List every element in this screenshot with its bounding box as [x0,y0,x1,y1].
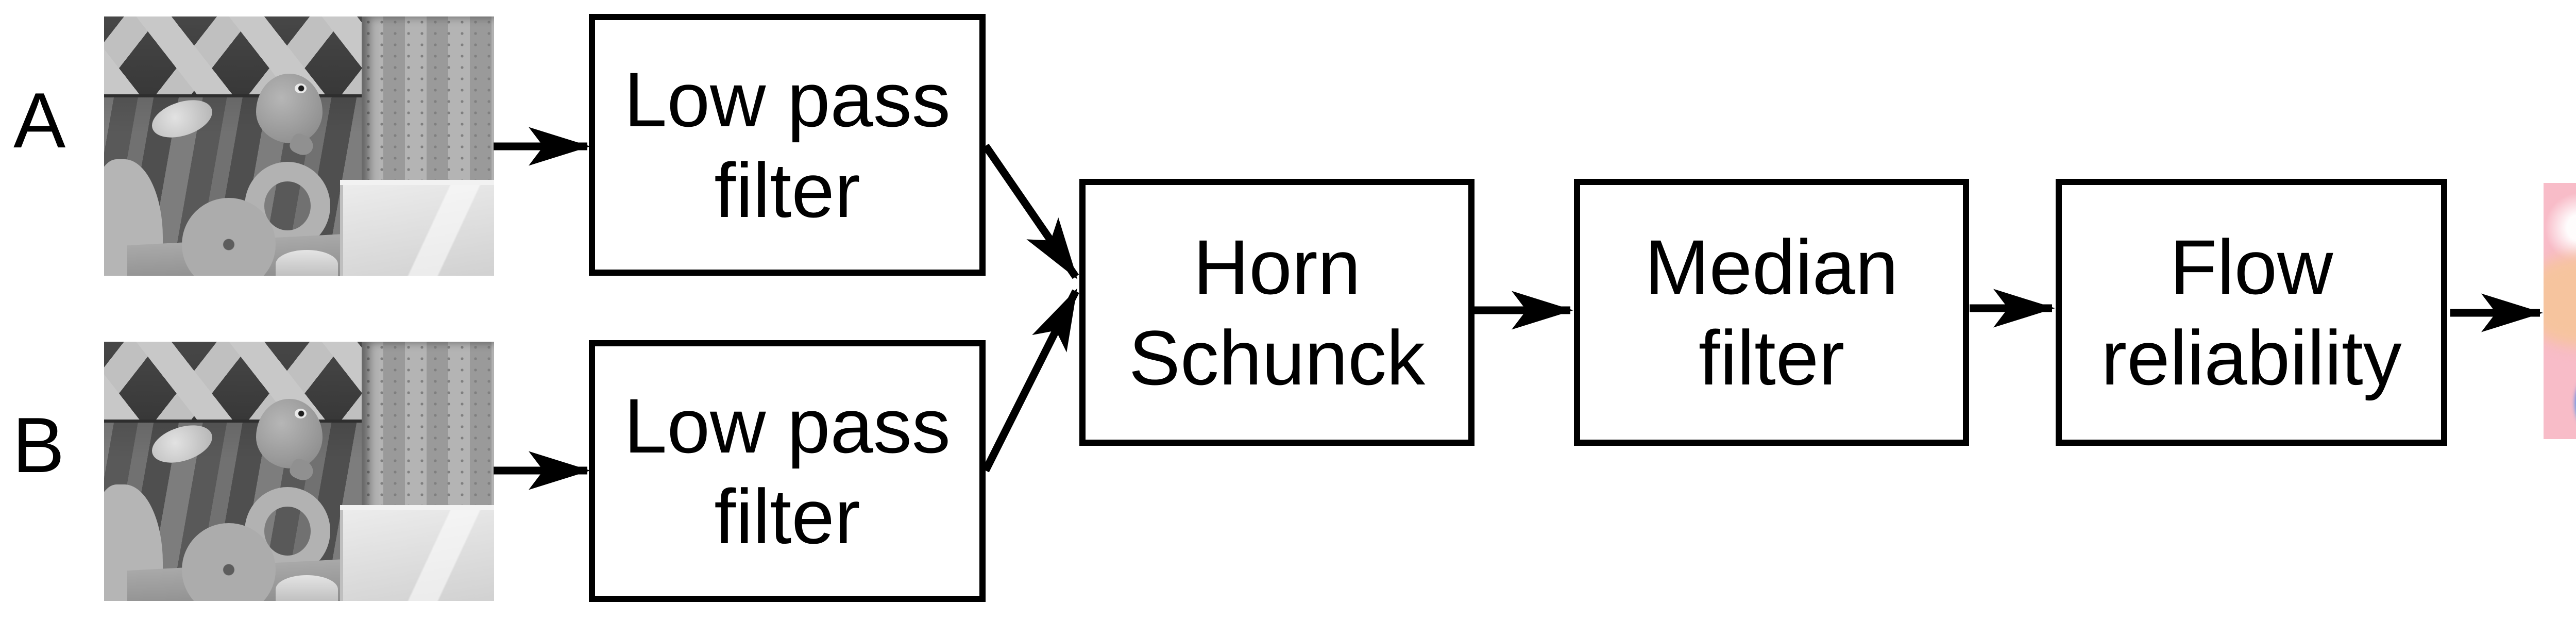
node-label-line: Schunck [1128,314,1426,401]
node-label-line: Low pass [624,382,951,469]
arrow-lpf-a-to-horn-schunck [982,143,1079,279]
node-flow-reliability: Flow reliability [2056,179,2447,446]
node-label-line: filter [714,473,860,560]
toy-whale [256,73,323,144]
node-label-line: Median [1645,224,1899,310]
arrow-lpf-b-to-horn-schunck [982,288,1079,473]
toy-whale [256,398,323,469]
wooden-wheel [182,198,276,276]
node-label-line: reliability [2101,314,2402,401]
frame-a-image [104,16,494,276]
node-label-line: Flow [2170,224,2333,310]
node-label-line: filter [1698,314,1845,401]
node-label-line: Horn [1193,224,1361,310]
frame-b-image [104,342,494,601]
whale-eye [294,408,307,418]
seashell [276,249,338,276]
optical-flow-output-image [2544,183,2576,439]
lattice-fence [104,342,377,423]
node-label-line: Low pass [624,56,951,143]
flow-boundary-lines [2544,183,2576,439]
white-box [340,505,494,601]
input-label-b: B [12,401,65,489]
white-box [340,179,494,276]
whale-eye [294,83,307,93]
input-label-a: A [13,77,66,164]
lattice-fence [104,16,377,97]
seashell [276,575,338,601]
node-horn-schunck: Horn Schunck [1079,179,1475,446]
node-median-filter: Median filter [1574,179,1969,446]
node-low-pass-filter-a: Low pass filter [589,14,986,276]
wooden-wheel [182,523,276,601]
node-low-pass-filter-b: Low pass filter [589,340,986,602]
node-label-line: filter [714,147,860,233]
flow-rainbow-ball [2574,359,2576,439]
flow-orange-patch [2544,255,2576,347]
